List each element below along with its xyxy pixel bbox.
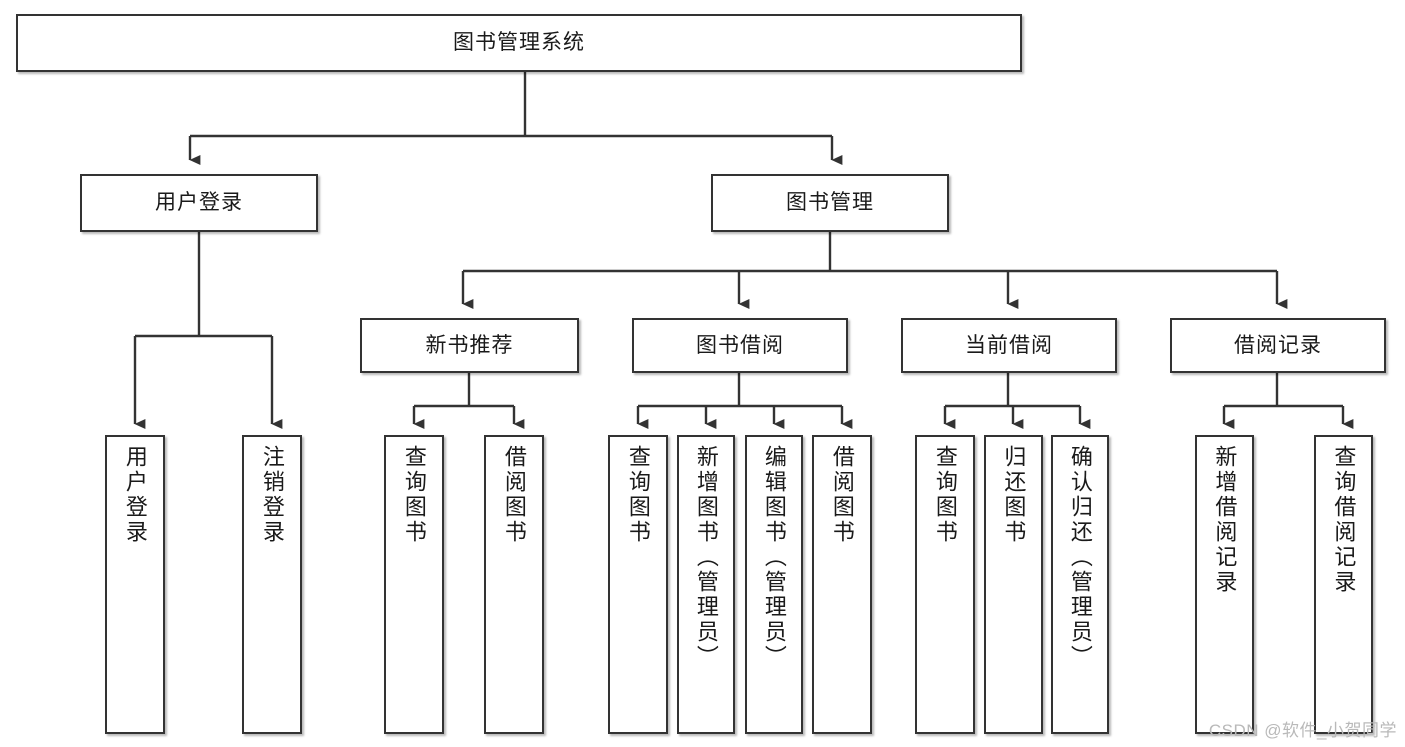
leaf-query-book-2[interactable]: 查询图书 (608, 435, 668, 734)
leaf-return-book[interactable]: 归还图书 (984, 435, 1043, 734)
leaf-edit-book-label: 编辑图书（管理员） (761, 445, 787, 670)
leaf-add-record[interactable]: 新增借阅记录 (1195, 435, 1254, 734)
leaf-return-book-label: 归还图书 (1001, 445, 1027, 545)
node-root[interactable]: 图书管理系统 (16, 14, 1022, 72)
leaf-user-login[interactable]: 用户登录 (105, 435, 165, 734)
node-current-borrow-label: 当前借阅 (965, 333, 1053, 357)
leaf-add-book[interactable]: 新增图书（管理员） (677, 435, 735, 734)
node-book-manage[interactable]: 图书管理 (711, 174, 949, 232)
leaf-query-record-label: 查询借阅记录 (1331, 445, 1357, 595)
leaf-borrow-book-1-label: 借阅图书 (501, 445, 527, 545)
node-root-label: 图书管理系统 (453, 31, 585, 55)
watermark: CSDN @软件_小贺同学 (1208, 721, 1397, 740)
node-current-borrow[interactable]: 当前借阅 (901, 318, 1117, 373)
leaf-confirm-return-label: 确认归还（管理员） (1067, 445, 1093, 670)
leaf-query-book-2-label: 查询图书 (625, 445, 651, 545)
leaf-user-logout-label: 注销登录 (259, 445, 285, 545)
node-user-login-label: 用户登录 (155, 191, 243, 215)
leaf-add-record-label: 新增借阅记录 (1212, 445, 1238, 595)
node-book-borrow[interactable]: 图书借阅 (632, 318, 848, 373)
leaf-query-book-3[interactable]: 查询图书 (915, 435, 975, 734)
leaf-borrow-book-2[interactable]: 借阅图书 (812, 435, 872, 734)
leaf-query-book-1-label: 查询图书 (401, 445, 427, 545)
node-borrow-record-label: 借阅记录 (1234, 333, 1322, 357)
node-new-book-recommend[interactable]: 新书推荐 (360, 318, 579, 373)
node-user-login[interactable]: 用户登录 (80, 174, 318, 232)
leaf-borrow-book-1[interactable]: 借阅图书 (484, 435, 544, 734)
leaf-edit-book[interactable]: 编辑图书（管理员） (745, 435, 803, 734)
leaf-add-book-label: 新增图书（管理员） (693, 445, 719, 670)
node-book-borrow-label: 图书借阅 (696, 333, 784, 357)
node-new-book-recommend-label: 新书推荐 (425, 333, 514, 357)
leaf-borrow-book-2-label: 借阅图书 (829, 445, 855, 545)
leaf-confirm-return[interactable]: 确认归还（管理员） (1051, 435, 1109, 734)
node-book-manage-label: 图书管理 (786, 191, 874, 215)
leaf-query-book-1[interactable]: 查询图书 (384, 435, 444, 734)
leaf-user-login-label: 用户登录 (122, 445, 148, 545)
node-borrow-record[interactable]: 借阅记录 (1170, 318, 1386, 373)
leaf-query-record[interactable]: 查询借阅记录 (1314, 435, 1373, 734)
leaf-query-book-3-label: 查询图书 (932, 445, 958, 545)
leaf-user-logout[interactable]: 注销登录 (242, 435, 302, 734)
